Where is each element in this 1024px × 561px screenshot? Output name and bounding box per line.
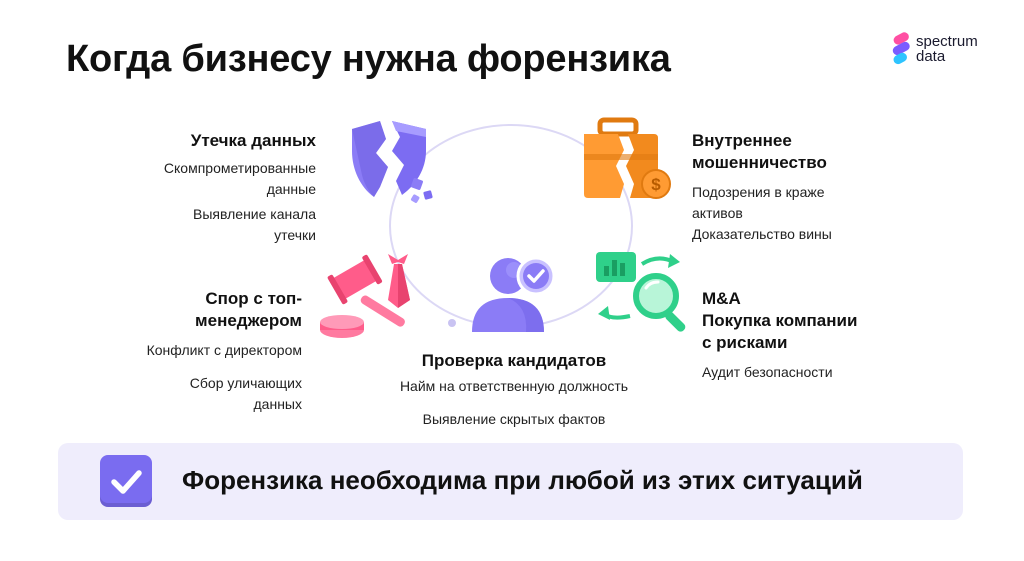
internal-fraud-line: Доказательство вины [692,226,832,242]
broken-shield-icon [352,121,433,203]
spectrum-data-logo: spectrum data [890,32,1000,68]
logo-text-line1: spectrum [916,33,978,50]
manager-dispute-line: Конфликт с директором [146,342,302,358]
candidate-check-line: Выявление скрытых фактов [422,411,606,427]
conclusion-text: Форензика необходима при любой из этих с… [182,465,863,495]
check-icon [100,455,152,507]
broken-briefcase-icon: $ [584,117,671,199]
internal-fraud-line: Подозрения в краже [692,184,825,200]
verified-person-icon [472,256,556,332]
internal-fraud-line: активов [692,205,743,221]
manager-dispute-heading: Спор с топ- [205,289,302,308]
svg-text:$: $ [651,175,661,194]
manager-dispute-heading: менеджером [195,311,302,330]
internal-fraud-heading: Внутреннее [692,131,792,150]
magnifier-chart-icon [596,252,686,332]
manager-dispute-line: Сбор уличающих [189,375,302,391]
candidate-check-block: Проверка кандидатов Найм на ответственну… [372,350,656,430]
data-leak-heading: Утечка данных [190,131,316,150]
candidate-check-heading: Проверка кандидатов [421,351,607,370]
data-leak-block: Утечка данных Скомпрометированные данные… [96,130,316,246]
conclusion-banner: Форензика необходима при любой из этих с… [58,443,963,520]
data-leak-line: утечки [274,227,316,243]
page-title: Когда бизнесу нужна форензика [66,38,671,80]
ma-line: Аудит безопасности [702,364,833,380]
internal-fraud-heading: мошенничество [692,153,827,172]
internal-fraud-block: Внутреннее мошенничество Подозрения в кр… [692,130,892,245]
manager-dispute-block: Спор с топ- менеджером Конфликт с директ… [102,288,302,415]
gavel-tie-icon [320,254,410,338]
ma-block: M&A Покупка компании с рисками Аудит без… [702,288,902,383]
data-leak-line: Скомпрометированные [163,160,316,176]
data-leak-line: данные [266,181,316,197]
ma-heading: Покупка компании [702,311,858,330]
ma-heading: с рисками [702,333,788,352]
ma-heading: M&A [702,289,741,308]
manager-dispute-line: данных [253,396,302,412]
candidate-check-line: Найм на ответственную должность [399,378,629,394]
data-leak-line: Выявление канала [193,206,316,222]
logo-mark-icon [892,32,910,65]
logo-text-line2: data [916,48,946,65]
